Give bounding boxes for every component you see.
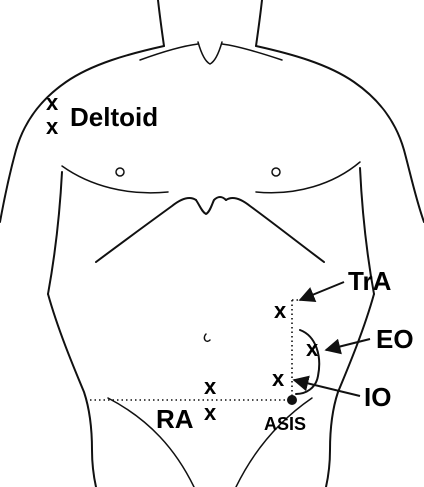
asis-landmark-dot — [287, 395, 297, 405]
right-nipple — [272, 168, 280, 176]
sternal-notch — [198, 42, 222, 64]
io-marker: x — [272, 366, 285, 391]
labels: Deltoid TrA EO IO RA ASIS — [70, 102, 414, 434]
tra-marker: x — [274, 298, 287, 323]
ra-marker-lower: x — [204, 400, 217, 425]
right-collarbone — [222, 44, 282, 60]
eo-label: EO — [376, 324, 414, 354]
tra-label: TrA — [348, 266, 392, 296]
neck-right-line — [256, 0, 262, 46]
navel — [204, 334, 210, 341]
ribcage-right — [226, 198, 324, 262]
eo-marker: x — [306, 336, 319, 361]
left-collarbone — [140, 44, 198, 60]
reference-lines — [90, 300, 300, 400]
ribcage-left — [96, 198, 196, 262]
right-pectoral — [256, 162, 360, 193]
site-markers: x x x x x x x — [46, 90, 319, 425]
xiphoid — [196, 197, 226, 214]
left-nipple — [116, 168, 124, 176]
ra-marker-upper: x — [204, 374, 217, 399]
io-label: IO — [364, 382, 391, 412]
left-pectoral — [62, 166, 168, 193]
right-inguinal-line — [236, 398, 312, 487]
left-arm-inner — [48, 172, 62, 294]
deltoid-label: Deltoid — [70, 102, 158, 132]
asis-label: ASIS — [264, 414, 306, 434]
deltoid-marker-upper: x — [46, 90, 59, 115]
eo-arrow — [326, 339, 370, 350]
right-shoulder — [256, 46, 424, 222]
ra-label: RA — [156, 404, 194, 434]
left-shoulder — [0, 46, 164, 222]
left-flank — [48, 294, 96, 487]
deltoid-marker-lower: x — [46, 114, 59, 139]
tra-arrow — [300, 282, 344, 300]
neck-left-line — [158, 0, 164, 46]
